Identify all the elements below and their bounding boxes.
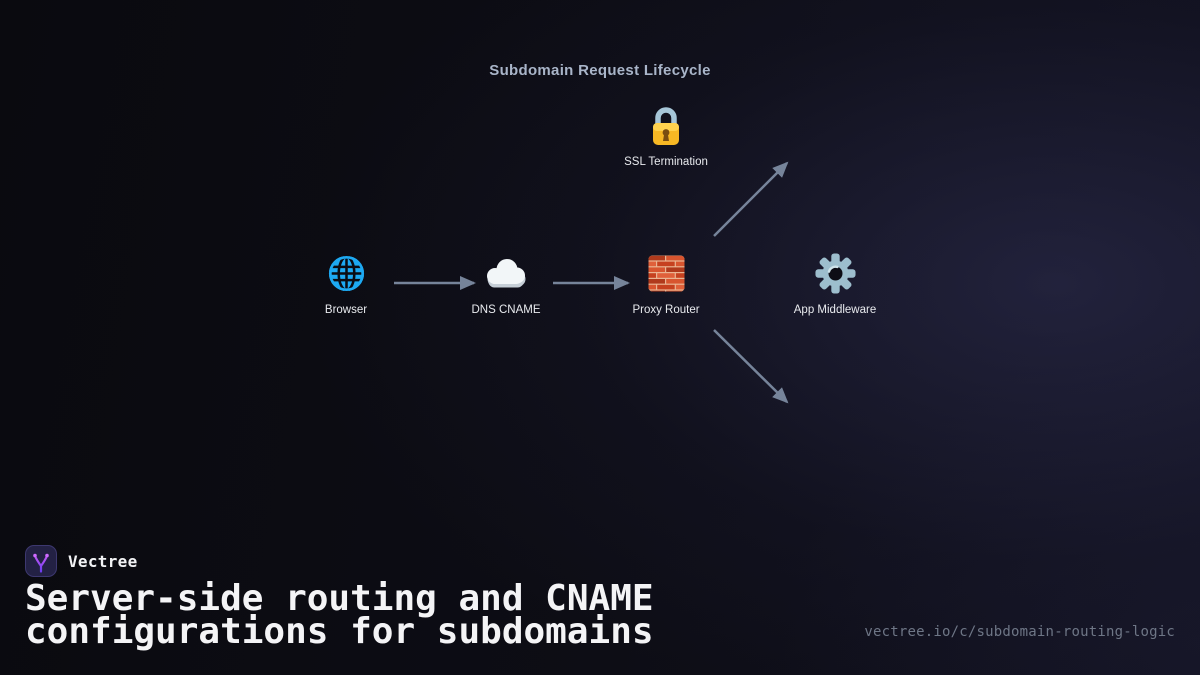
- edge-proxy-router-to-lower-right: [713, 329, 789, 404]
- node-label: DNS CNAME: [471, 304, 541, 316]
- node-label: SSL Termination: [624, 156, 708, 168]
- diagram-title: Subdomain Request Lifecycle: [489, 62, 711, 79]
- node-dns-cname: DNS CNAME: [431, 252, 581, 316]
- page-title: Server-side routing and CNAME configurat…: [25, 578, 654, 652]
- brick-wall-icon: [648, 252, 685, 294]
- node-ssl-termination: SSL Termination: [591, 104, 741, 168]
- node-proxy-router: Proxy Router: [591, 252, 741, 316]
- globe-icon: [327, 252, 366, 294]
- edge-proxy-router-to-upper-right: [713, 161, 789, 237]
- node-label: Browser: [324, 304, 368, 316]
- brand-name: Vectree: [68, 551, 138, 571]
- node-app-middleware: App Middleware: [760, 252, 910, 316]
- cloud-icon: [484, 252, 528, 294]
- node-label: App Middleware: [793, 304, 877, 316]
- node-browser: Browser: [271, 252, 421, 316]
- footer-url: vectree.io/c/subdomain-routing-logic: [864, 624, 1175, 640]
- node-label: Proxy Router: [632, 304, 700, 316]
- lock-icon: [648, 104, 684, 146]
- brand-row: Vectree: [25, 545, 138, 577]
- vectree-logo-icon: [25, 545, 57, 577]
- gear-icon: [814, 252, 856, 294]
